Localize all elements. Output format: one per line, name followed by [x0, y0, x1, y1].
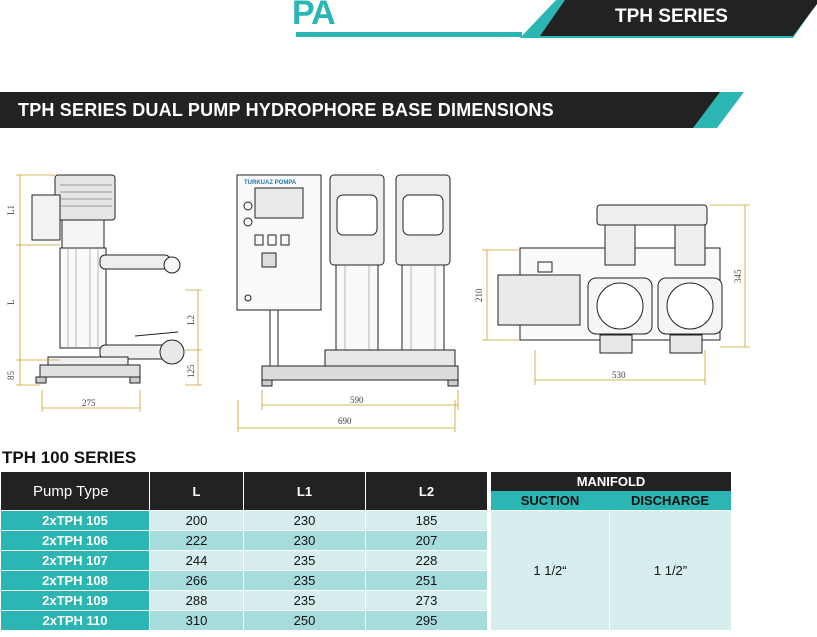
model-cell: 2xTPH 105: [1, 510, 149, 530]
model-cell: 2xTPH 109: [1, 590, 149, 610]
dim-530: 530: [612, 370, 626, 380]
l-cell: 266: [149, 570, 243, 590]
model-cell: 2xTPH 110: [1, 610, 149, 630]
table-row: 2xTPH 106 222 230 207: [1, 530, 731, 550]
dim-690: 690: [338, 416, 352, 426]
front-view: [236, 174, 459, 387]
table-row: 2xTPH 107 244 235 228: [1, 550, 731, 570]
l1-cell: 250: [243, 610, 365, 630]
page-title: TPH SERIES DUAL PUMP HYDROPHORE BASE DIM…: [18, 100, 554, 120]
section-title: TPH 100 SERIES: [2, 448, 137, 467]
dim-125: 125: [186, 364, 196, 378]
header-rule: [296, 32, 522, 37]
brand-logo: PA: [292, 0, 336, 32]
l1-cell: 235: [243, 590, 365, 610]
dim-275: 275: [82, 398, 96, 408]
l2-cell: 207: [365, 530, 487, 550]
dim-85: 85: [6, 371, 16, 381]
l2-cell: 228: [365, 550, 487, 570]
specs-table: Pump Type L L1 L2 MANIFOLD SUCTION DISCH…: [1, 472, 731, 630]
l2-cell: 185: [365, 510, 487, 530]
series-label: TPH SERIES: [615, 6, 728, 27]
table-row: 2xTPH 108 266 235 251: [1, 570, 731, 590]
title-bar: [0, 92, 744, 128]
l-cell: 200: [149, 510, 243, 530]
l-cell: 244: [149, 550, 243, 570]
header-manifold: MANIFOLD: [487, 472, 731, 491]
dimension-drawing: L1 L 85 275 L2 125 590 690 210 345 530 T…: [6, 174, 750, 432]
l1-cell: 235: [243, 570, 365, 590]
l2-cell: 295: [365, 610, 487, 630]
suction-value: 1 1/2“: [487, 510, 609, 630]
dim-345: 345: [733, 269, 743, 283]
header-suction: SUCTION: [487, 491, 609, 510]
header-pump-type: Pump Type: [1, 472, 149, 510]
panel-label: TURKUAZ POMPA: [244, 180, 297, 186]
dim-l1: L1: [6, 205, 16, 215]
header-discharge: DISCHARGE: [609, 491, 731, 510]
header-l2: L2: [365, 472, 487, 510]
table-row: 2xTPH 109 288 235 273: [1, 590, 731, 610]
l2-cell: 251: [365, 570, 487, 590]
series-tag-banner: [520, 0, 817, 38]
l2-cell: 273: [365, 590, 487, 610]
dim-l: L: [6, 300, 16, 306]
header-l1: L1: [243, 472, 365, 510]
top-view: [497, 204, 723, 354]
dim-l2: L2: [186, 315, 196, 325]
model-cell: 2xTPH 108: [1, 570, 149, 590]
model-cell: 2xTPH 107: [1, 550, 149, 570]
dim-210: 210: [474, 288, 484, 302]
model-cell: 2xTPH 106: [1, 530, 149, 550]
discharge-value: 1 1/2”: [609, 510, 731, 630]
l1-cell: 230: [243, 510, 365, 530]
l-cell: 222: [149, 530, 243, 550]
dim-590: 590: [350, 395, 364, 405]
table-row: 2xTPH 110 310 250 295: [1, 610, 731, 630]
l-cell: 288: [149, 590, 243, 610]
l1-cell: 230: [243, 530, 365, 550]
side-view: [31, 174, 185, 384]
header-l: L: [149, 472, 243, 510]
l-cell: 310: [149, 610, 243, 630]
l1-cell: 235: [243, 550, 365, 570]
table-row: 2xTPH 105 200 230 185 1 1/2“ 1 1/2”: [1, 510, 731, 630]
